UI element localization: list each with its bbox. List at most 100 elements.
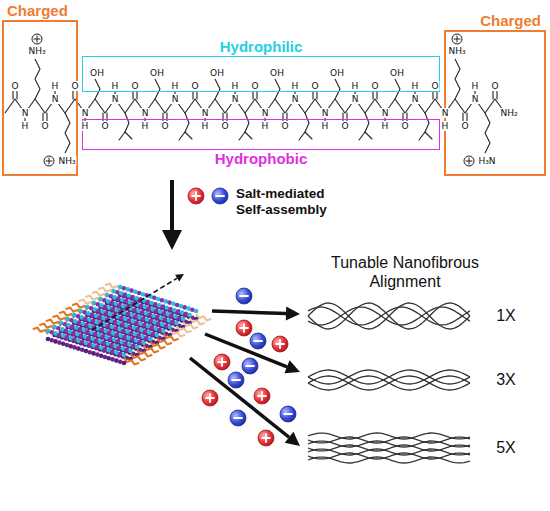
anion-symbol bbox=[236, 288, 252, 304]
ratio-label: 1X bbox=[496, 307, 516, 325]
alignment-arrow-shaft bbox=[212, 311, 286, 314]
carbonyl-bond bbox=[496, 90, 497, 99]
strand-bead bbox=[187, 313, 192, 318]
leucine-side-chain bbox=[245, 132, 252, 139]
atom-label: H bbox=[291, 81, 300, 91]
leucine-side-chain bbox=[179, 132, 185, 140]
cation-symbol bbox=[202, 390, 218, 406]
atom-label: N bbox=[381, 108, 390, 118]
region-label: Charged bbox=[7, 3, 68, 19]
serine-side-chain bbox=[95, 79, 100, 99]
atom-label: N bbox=[51, 94, 60, 104]
atom-label: OH bbox=[329, 68, 345, 78]
cation-symbol bbox=[243, 324, 245, 332]
leucine-side-chain bbox=[125, 132, 132, 139]
leucine-side-chain bbox=[185, 132, 192, 139]
region-label: Charged bbox=[480, 13, 541, 29]
carbonyl-bond bbox=[492, 90, 493, 99]
serine-side-chain bbox=[275, 79, 280, 99]
atom-label: H₃N bbox=[477, 156, 496, 166]
leucine-side-chain bbox=[419, 132, 425, 140]
atom-label: N bbox=[231, 94, 240, 104]
strand-bead bbox=[168, 325, 173, 330]
charge-symbol bbox=[49, 158, 50, 164]
lysine-end bbox=[163, 334, 178, 340]
atom-label: N bbox=[111, 94, 120, 104]
assembly-arrow-head bbox=[162, 230, 182, 250]
leucine-side-chain bbox=[365, 132, 372, 139]
strand-bead bbox=[181, 317, 186, 322]
cation-symbol bbox=[195, 192, 197, 200]
leucine-side-chain bbox=[425, 132, 432, 139]
lysine-end bbox=[196, 314, 211, 320]
lysine-side-chain bbox=[485, 113, 490, 153]
alignment-arrow-shaft bbox=[190, 358, 289, 437]
atom-label: N bbox=[201, 108, 210, 118]
cation-symbol bbox=[265, 434, 267, 442]
atom-label: NH₃ bbox=[27, 46, 46, 56]
salt-ions bbox=[188, 188, 296, 446]
lysine-end bbox=[150, 342, 165, 348]
atom-label: H bbox=[141, 121, 150, 131]
charge-symbol bbox=[464, 156, 474, 166]
lysine-end bbox=[144, 346, 159, 352]
nanofiber-illustration bbox=[33, 274, 212, 365]
atom-label: H bbox=[321, 121, 330, 131]
atom-label: N bbox=[351, 94, 360, 104]
lysine-end bbox=[124, 358, 139, 364]
charge-symbol bbox=[452, 34, 462, 44]
strand-bead bbox=[128, 349, 133, 354]
anion-symbol bbox=[216, 195, 224, 197]
anion-symbol bbox=[242, 358, 258, 374]
atom-label: H bbox=[81, 121, 90, 131]
atom-label: H bbox=[201, 121, 210, 131]
ratio-label: 3X bbox=[496, 371, 516, 389]
serine-side-chain bbox=[215, 79, 220, 99]
atom-label: O bbox=[190, 81, 199, 91]
leucine-side-chain bbox=[305, 113, 309, 132]
carbonyl-bond bbox=[12, 90, 13, 99]
atom-label: OH bbox=[269, 68, 285, 78]
leucine-side-chain bbox=[245, 113, 249, 132]
atom-label: N bbox=[321, 108, 330, 118]
cation-symbol bbox=[236, 320, 252, 336]
strand-bead bbox=[141, 341, 146, 346]
cation-symbol bbox=[214, 354, 230, 370]
lysine-end bbox=[131, 354, 146, 360]
lysine-side-chain bbox=[65, 113, 70, 153]
process-label: Salt-mediated Self-assembly bbox=[236, 186, 342, 218]
nanofiber-line bbox=[308, 445, 470, 451]
atom-label: N bbox=[81, 108, 90, 118]
atom-label: O bbox=[460, 121, 469, 131]
anion-symbol bbox=[228, 372, 244, 388]
alignment-arrow-head bbox=[286, 307, 300, 321]
atom-label: O bbox=[70, 81, 79, 91]
charge-symbol bbox=[32, 34, 42, 44]
cation-symbol bbox=[221, 358, 223, 366]
atom-label: H bbox=[21, 121, 30, 131]
carbonyl-bond bbox=[72, 90, 73, 99]
cation-symbol bbox=[209, 394, 211, 402]
atom-label: O bbox=[250, 81, 259, 91]
atom-label: N bbox=[441, 108, 450, 118]
cation-symbol bbox=[279, 340, 281, 348]
charge-symbol bbox=[44, 156, 54, 166]
atom-label: O bbox=[490, 81, 499, 91]
atom-label: OH bbox=[209, 68, 225, 78]
atom-label: H bbox=[441, 121, 450, 131]
atom-label: O bbox=[40, 121, 49, 131]
charge-symbol bbox=[469, 158, 470, 164]
atom-label: H bbox=[411, 81, 420, 91]
atom-label: O bbox=[280, 121, 289, 131]
nanofiber-line bbox=[308, 441, 470, 447]
atom-label: H bbox=[261, 121, 270, 131]
alignment-arrow-head bbox=[285, 432, 300, 446]
strand-bead bbox=[174, 321, 179, 326]
serine-side-chain bbox=[395, 79, 400, 99]
strand-bead bbox=[194, 309, 199, 314]
charge-symbol bbox=[457, 36, 458, 42]
nanofiber-line bbox=[308, 376, 470, 390]
nanofiber-line bbox=[308, 307, 470, 325]
